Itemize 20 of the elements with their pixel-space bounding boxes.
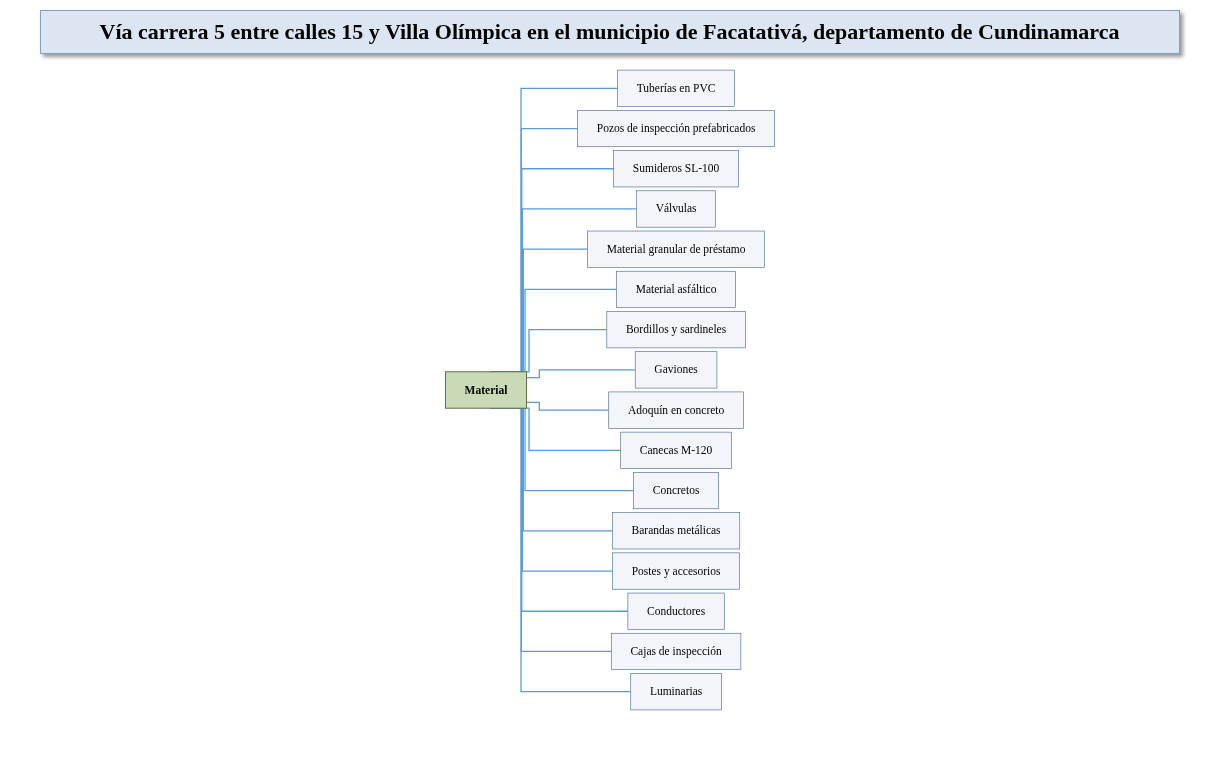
node-box: Cajas de inspección xyxy=(610,632,741,670)
node-box: Bordillos y sardineles xyxy=(605,311,746,349)
node-box: Barandas metálicas xyxy=(611,512,740,550)
node-box: Pozos de inspección prefabricados xyxy=(576,110,775,148)
node-box: Tuberías en PVC xyxy=(616,69,735,107)
node-box: Conductores xyxy=(627,592,725,630)
connector xyxy=(525,369,636,379)
connector xyxy=(525,401,609,411)
node-box: Válvulas xyxy=(635,190,716,228)
node-box: Gaviones xyxy=(634,351,717,389)
node-box: Material granular de préstamo xyxy=(586,230,765,268)
node-box: Postes y accesorios xyxy=(611,552,740,590)
node-box: Material xyxy=(444,371,527,409)
node-box: Material asfáltico xyxy=(615,270,736,308)
node-box: Canecas M-120 xyxy=(619,431,732,469)
node-box: Adoquín en concreto xyxy=(607,391,744,429)
node-box: Sumideros SL-100 xyxy=(612,150,739,188)
title-banner: Vía carrera 5 entre calles 15 y Villa Olímpica en el municipio de Facatativá, departamento de Cundinamarca xyxy=(39,10,1180,54)
node-box: Luminarias xyxy=(629,673,722,711)
node-box: Concretos xyxy=(632,472,719,510)
